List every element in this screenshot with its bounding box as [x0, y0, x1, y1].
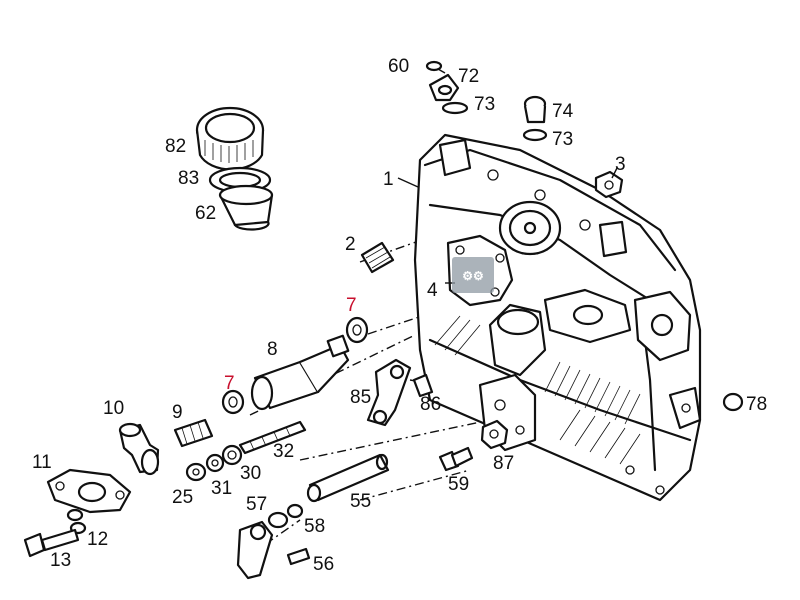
washer-25 [185, 462, 207, 482]
callout-72: 72 [458, 66, 479, 87]
callout-86: 86 [420, 394, 441, 415]
nut-87 [480, 419, 509, 450]
plug-74 [522, 95, 548, 142]
callout-59: 59 [448, 474, 469, 495]
callout-1: 1 [383, 169, 394, 190]
filler-cap-82 [195, 106, 265, 171]
callout-labels: 60 72 73 74 73 82 83 62 1 3 2 4 7 8 7 85… [32, 56, 767, 575]
callout-82: 82 [165, 136, 186, 157]
washer-31 [205, 453, 225, 473]
callout-87: 87 [493, 453, 514, 474]
elbow-10 [118, 422, 160, 476]
nut-3 [594, 170, 624, 199]
callout-56: 56 [313, 554, 334, 575]
spring-9 [173, 418, 214, 448]
watermark-badge: ⚙⚙ [452, 257, 494, 293]
callout-11: 11 [32, 452, 52, 473]
callout-7-upper: 7 [346, 295, 357, 316]
washer-12 [66, 508, 87, 535]
lever-85 [366, 358, 412, 427]
washer-58 [267, 503, 304, 529]
spring-2 [360, 241, 395, 274]
plug-78 [722, 392, 744, 412]
pin-56 [286, 547, 311, 566]
callout-12: 12 [87, 529, 108, 550]
callout-25: 25 [172, 487, 193, 508]
callout-10: 10 [103, 398, 124, 419]
bolt-59 [438, 446, 474, 472]
callout-7-lower: 7 [224, 373, 235, 394]
callout-78: 78 [746, 394, 767, 415]
callout-9: 9 [172, 402, 183, 423]
callout-57: 57 [246, 494, 267, 515]
callout-13: 13 [50, 550, 71, 571]
callout-83: 83 [178, 168, 199, 189]
callout-85: 85 [350, 387, 371, 408]
callout-74: 74 [552, 101, 574, 122]
callout-62: 62 [195, 203, 216, 224]
callout-3: 3 [615, 154, 626, 175]
flange-11 [46, 468, 132, 514]
washer-7-lower [221, 389, 245, 415]
callout-2: 2 [345, 234, 356, 255]
callout-73: 73 [552, 129, 573, 150]
banjo-fitting-72 [425, 60, 469, 115]
plunger-8 [250, 334, 350, 411]
strainer-62 [218, 184, 274, 231]
callout-73: 73 [474, 94, 495, 115]
shaft-55 [306, 453, 390, 503]
pin-86 [412, 373, 434, 398]
main-housing [413, 133, 702, 502]
callout-60: 60 [388, 56, 409, 77]
callout-4: 4 [427, 280, 438, 301]
callout-55: 55 [350, 491, 371, 512]
callout-58: 58 [304, 516, 325, 537]
callout-8: 8 [267, 339, 278, 360]
callout-31: 31 [211, 478, 232, 499]
bolt-13 [23, 528, 80, 558]
callout-32: 32 [273, 441, 294, 462]
rod-32 [238, 420, 307, 455]
svg-text:⚙⚙: ⚙⚙ [462, 269, 484, 283]
washer-7-upper [345, 316, 369, 344]
washer-30 [221, 444, 243, 466]
callout-30: 30 [240, 463, 261, 484]
arm-57 [236, 520, 274, 580]
